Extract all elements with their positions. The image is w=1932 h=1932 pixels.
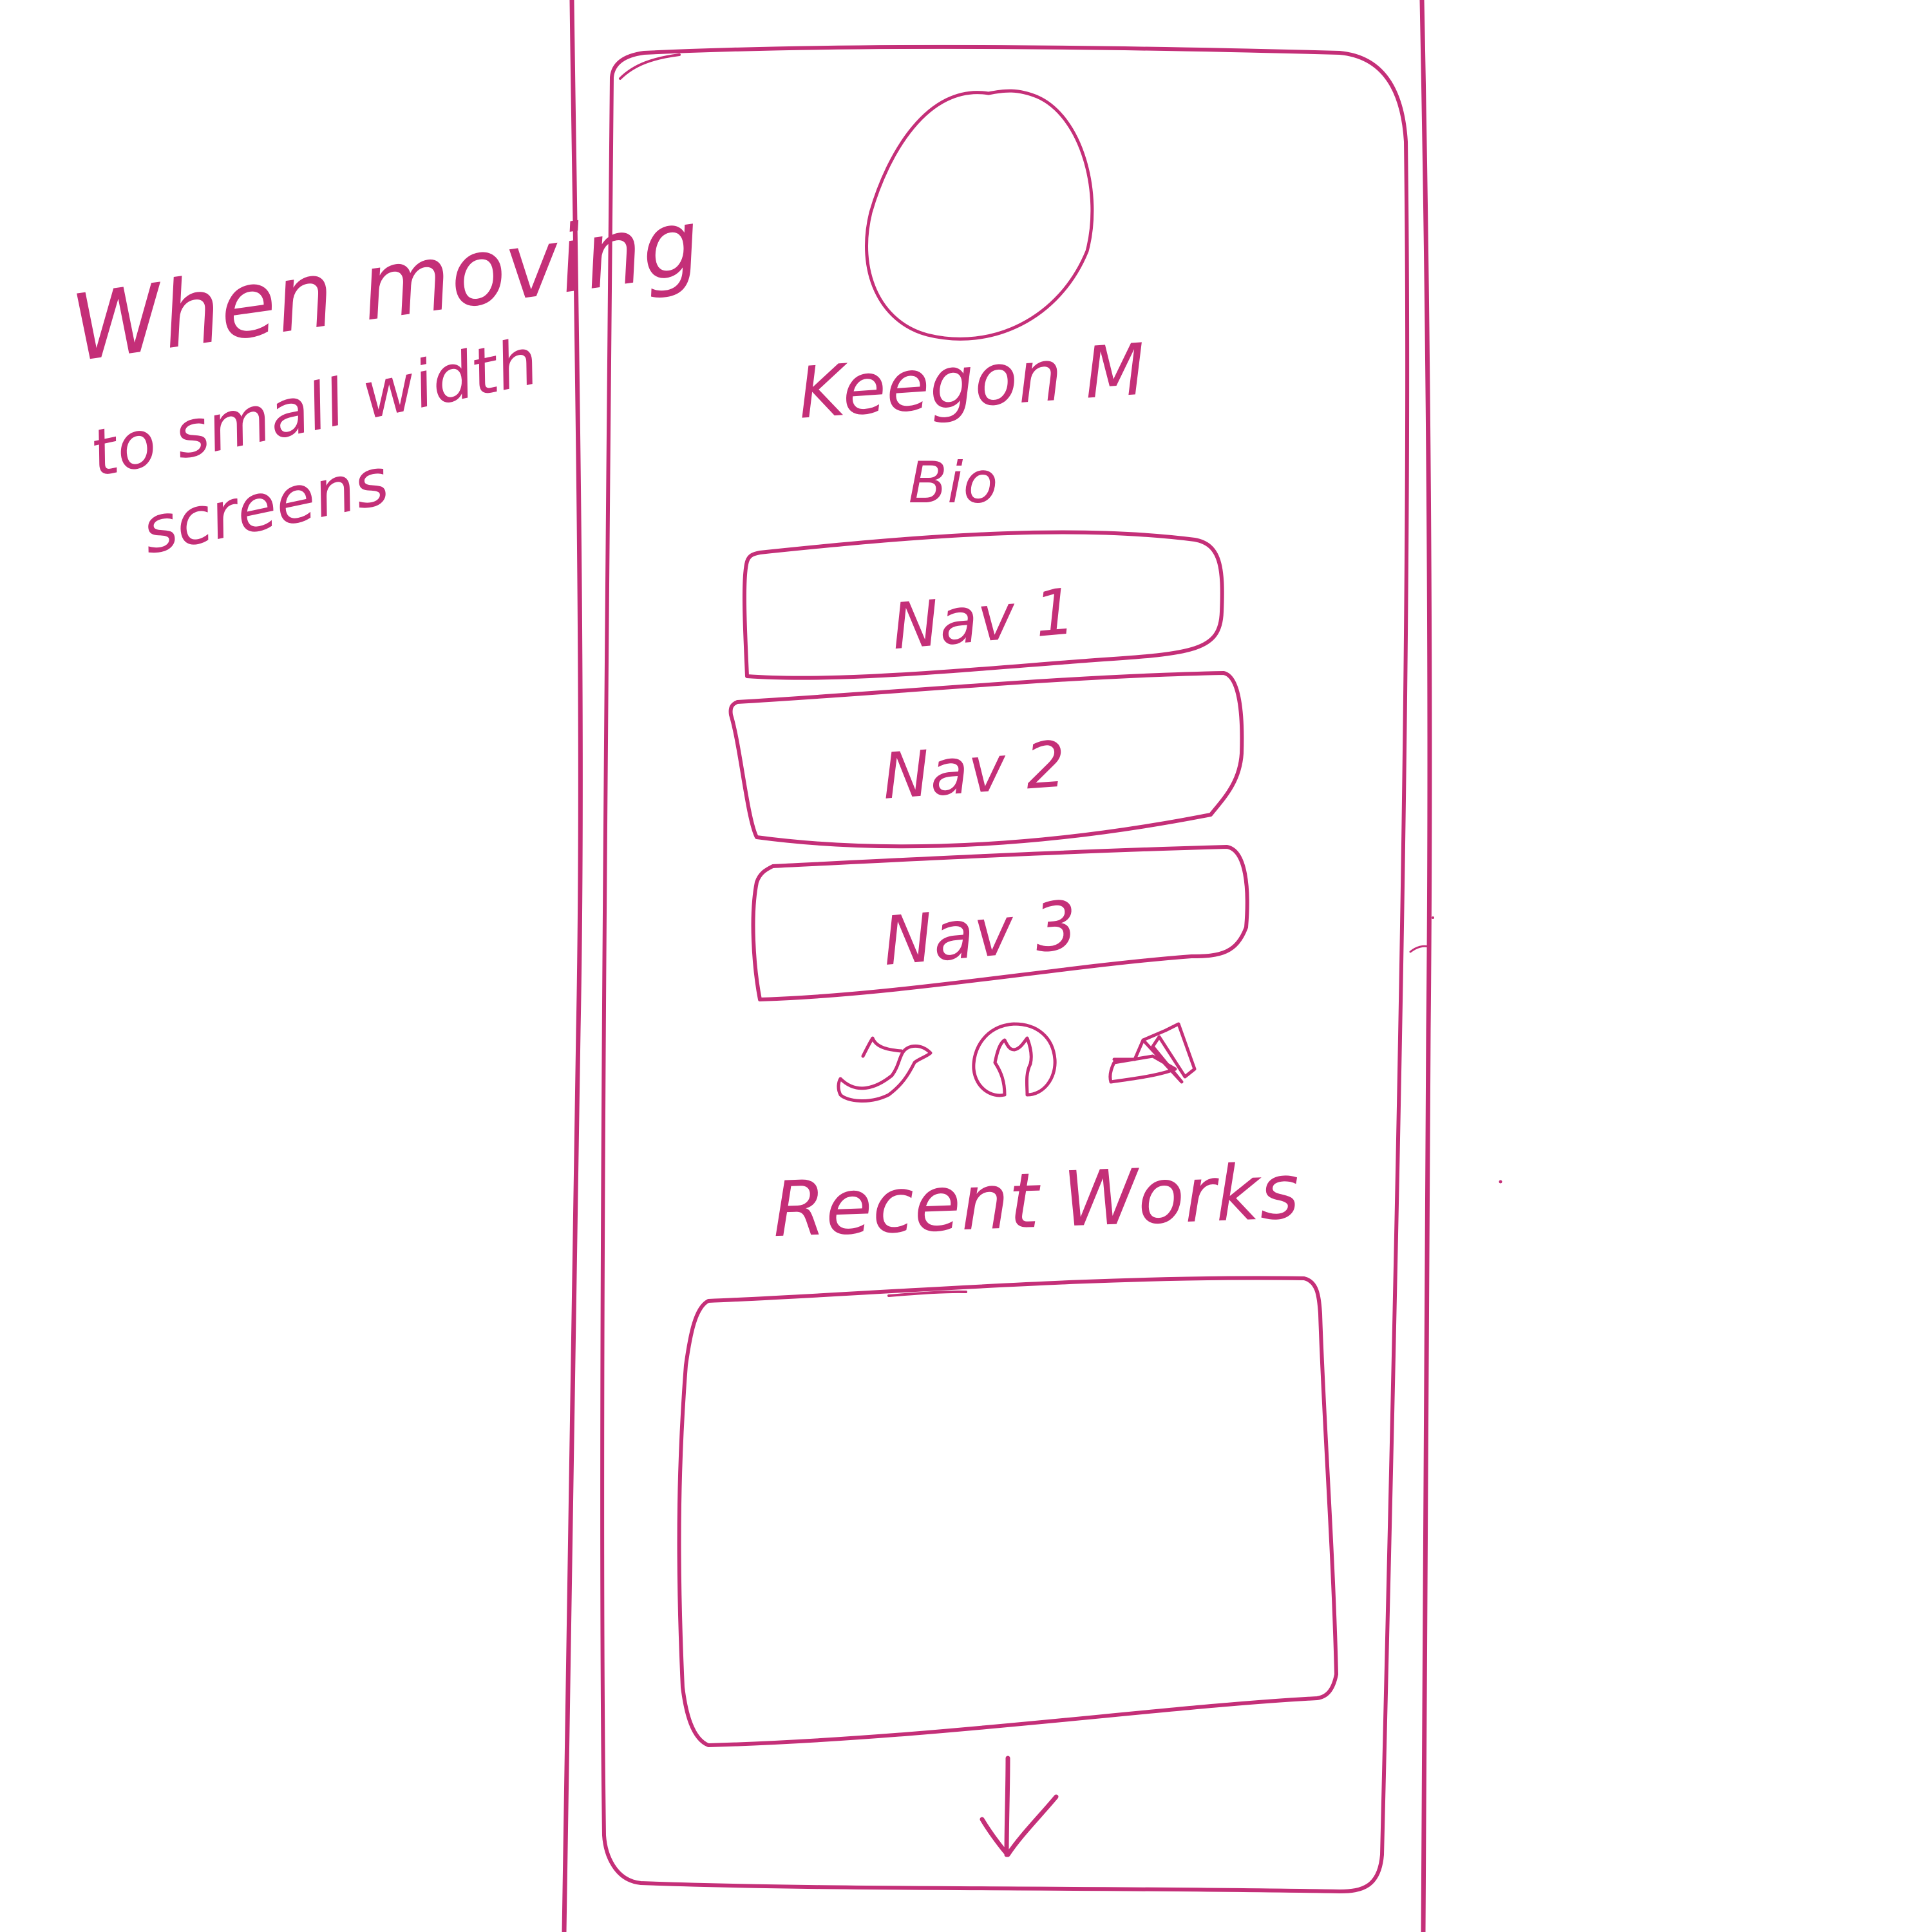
nav-item-1[interactable]: Nav 1	[742, 530, 1224, 680]
nav-item-3[interactable]: Nav 3	[751, 845, 1249, 1001]
nav-menu: Nav 1 Nav 2 Nav 3	[728, 530, 1249, 1001]
recent-works-card[interactable]	[677, 1276, 1338, 1747]
nav-item-1-label: Nav 1	[889, 575, 1078, 664]
social-icons	[837, 1022, 1197, 1103]
phone-frame	[562, 0, 1432, 1932]
nav-item-3-label: Nav 3	[880, 886, 1081, 981]
nav-item-2[interactable]: Nav 2	[728, 671, 1244, 849]
artstation-icon[interactable]	[1108, 1022, 1197, 1084]
github-icon[interactable]	[972, 1022, 1057, 1097]
down-arrow-icon[interactable]	[980, 1756, 1059, 1857]
profile-name: Keegon M	[795, 328, 1148, 434]
screen	[600, 44, 1410, 1893]
recent-works-heading: Recent Works	[771, 1147, 1300, 1254]
avatar	[865, 89, 1094, 341]
nav-item-2-label: Nav 2	[880, 728, 1068, 814]
twitter-icon[interactable]	[837, 1036, 933, 1103]
profile-bio: Bio	[909, 450, 998, 516]
stray-marks	[1409, 916, 1502, 1184]
